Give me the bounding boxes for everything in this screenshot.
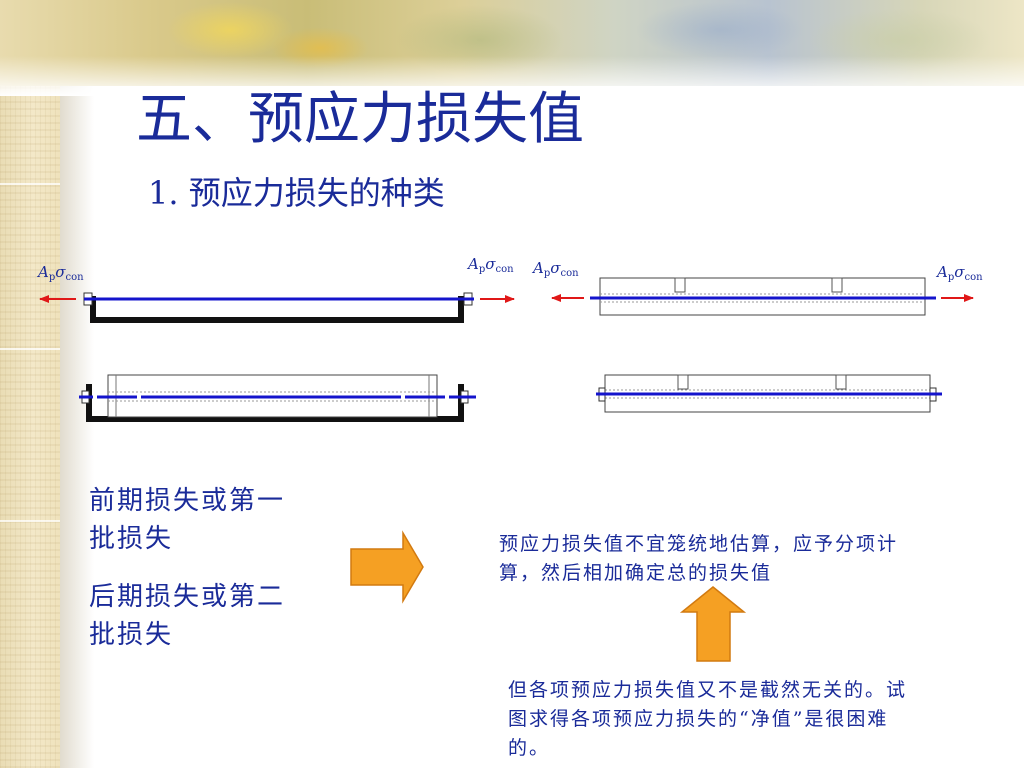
pretension-stretch-figure [39,292,515,323]
late-loss-text: 后期损失或第二批损失 [89,582,286,650]
left-parchment-strip [0,0,60,768]
difficulty-note: 但各项预应力损失值又不是截然无关的。试图求得各项预应力损失的“净值”是很困难的。 [508,679,908,759]
force-label-posttension-right: Apσcon [935,263,983,283]
posttension-jack-figure [551,277,974,316]
posttension-anchored-figure [596,374,942,413]
slide-title: 五、预应力损失值 [136,87,584,152]
up-block-arrow [679,586,747,662]
early-loss-text: 前期损失或第一批损失 [89,486,286,554]
force-label-pretension-left: Apσcon [36,263,84,283]
force-label-pretension-right: Apσcon [466,255,514,275]
right-block-arrow [350,530,424,604]
grout-hole [831,277,843,293]
grout-hole [835,374,847,390]
force-label-posttension-left: Apσcon [531,259,579,279]
calculation-note: 预应力损失值不宜笼统地估算，应予分项计算，然后相加确定总的损失值 [499,533,899,584]
top-band-fade [0,56,1024,96]
grout-hole [677,374,689,390]
pedestal [90,296,464,323]
slide-subtitle: 1. 预应力损失的种类 [148,174,445,212]
grout-hole [674,277,686,293]
pretension-cast-figure [79,374,476,422]
